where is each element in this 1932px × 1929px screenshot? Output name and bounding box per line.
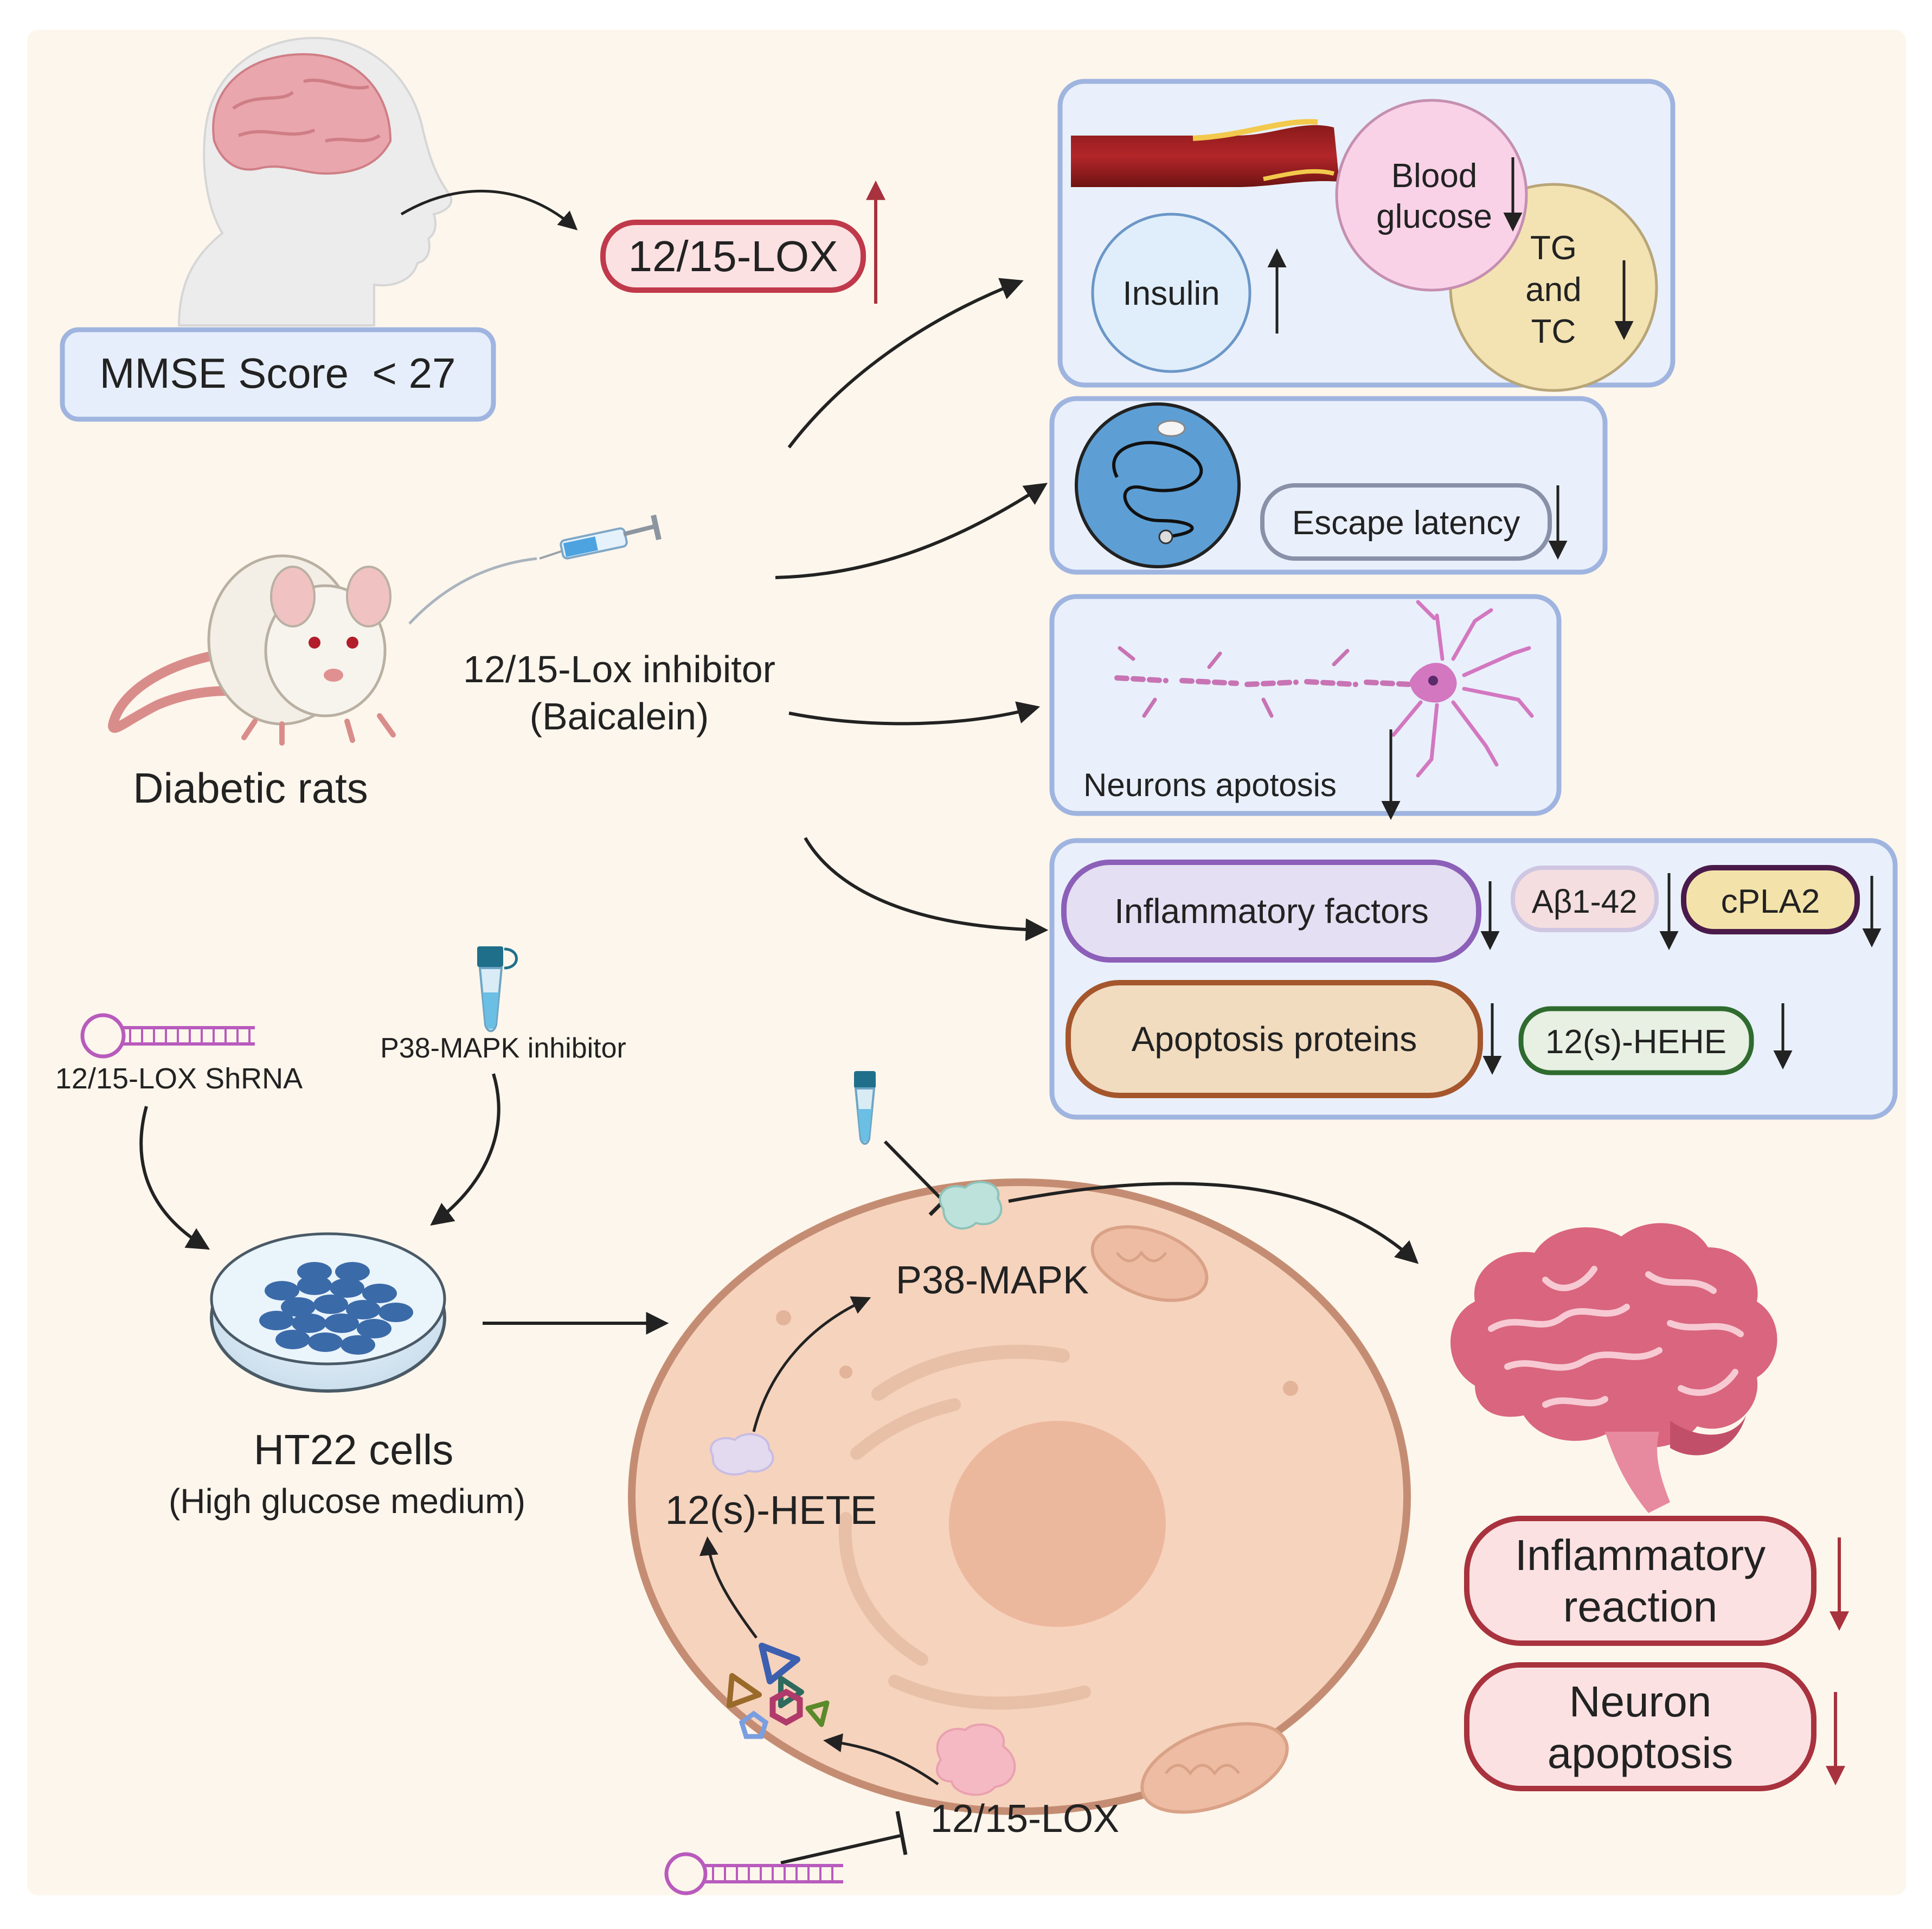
hete-label: 12(s)-HETE: [665, 1488, 877, 1533]
cell-shrna-icon: [664, 1852, 843, 1895]
inflammatory-factors-label: Inflammatory factors: [1114, 892, 1429, 931]
inflammatory-factors-badge: [1061, 860, 1481, 963]
hete-to-p38-arrow: [752, 1296, 871, 1432]
water-maze-icon: [1075, 402, 1241, 568]
rats-label: Diabetic rats: [133, 764, 368, 812]
p38-inhibitor-label: P38-MAPK inhibitor: [380, 1033, 626, 1064]
hehe-badge: [1518, 1006, 1754, 1075]
lipids-line2: and: [1525, 271, 1581, 309]
petri-dish-icon: [210, 1232, 446, 1393]
arrow-to-marker-panel: [804, 837, 1049, 941]
inhibitor-to-cells-arrow: [430, 1073, 500, 1226]
p38-label: P38-MAPK: [896, 1259, 1089, 1302]
medium-label: (High glucose medium): [169, 1482, 525, 1521]
cell-lox-protein-icon: [935, 1723, 1016, 1796]
p38-to-brain-arrow: [1008, 1182, 1419, 1264]
p38-protein-icon: [939, 1181, 1003, 1230]
hete-protein-icon: [710, 1433, 774, 1476]
ht22-cells-label: HT22 cells: [254, 1426, 453, 1473]
blood-vessel-icon: [1071, 119, 1339, 187]
shrna-icon: [80, 1013, 255, 1059]
abeta-label: Aβ1-42: [1532, 883, 1638, 920]
cell-body: [628, 1178, 1411, 1815]
arrow-to-metabolic-panel: [787, 278, 1024, 448]
apoptosis-proteins-label: Apoptosis proteins: [1132, 1020, 1417, 1059]
inflammatory-reaction-line1: Inflammatory: [1515, 1531, 1766, 1579]
shrna-to-cells-arrow: [139, 1106, 210, 1250]
arrow-to-behavior-panel: [775, 483, 1048, 579]
neuron-icon: [1114, 600, 1534, 778]
human-lox-label: 12/15-LOX: [628, 232, 838, 280]
mmse-score-label: MMSE Score < 27: [100, 349, 456, 397]
neuron-apoptosis-line1: Neuron: [1569, 1677, 1711, 1726]
rat-icon: [108, 554, 396, 746]
insulin-circle: [1091, 213, 1251, 373]
human-head-icon: [177, 36, 453, 326]
cell-lox-label: 12/15-LOX: [930, 1797, 1119, 1841]
human-lox-badge: [600, 220, 866, 293]
brain-icon: [1450, 1223, 1777, 1513]
escape-latency-label: Escape latency: [1292, 504, 1520, 542]
cpla2-label: cPLA2: [1721, 883, 1820, 920]
inhibitor-block-line: [883, 1140, 945, 1203]
neuron-apoptosis-badge: [1464, 1662, 1817, 1791]
neuron-apoptosis-line2: apoptosis: [1548, 1729, 1733, 1777]
shrna-block-line: [780, 1834, 901, 1864]
inflammatory-reaction-line2: reaction: [1563, 1582, 1718, 1631]
lipids-line3: TC: [1531, 313, 1576, 350]
escape-latency-badge: [1260, 483, 1552, 561]
apoptosis-proteins-badge: [1066, 980, 1483, 1098]
inflammatory-reaction-badge: [1464, 1516, 1817, 1646]
shrna-label: 12/15-LOX ShRNA: [55, 1062, 303, 1095]
human-to-lox-arrow: [400, 189, 578, 230]
blood-glucose-circle: [1335, 99, 1528, 292]
cell-tube-icon: [854, 1071, 876, 1145]
cpla2-badge: [1681, 865, 1860, 934]
treatment-label-line1: 12/15-Lox inhibitor: [463, 648, 775, 690]
shrna-block-bar: [895, 1811, 908, 1855]
arrow-to-neuron-panel: [788, 701, 1041, 726]
insulin-label: Insulin: [1122, 275, 1219, 312]
blood-glucose-line2: glucose: [1376, 198, 1492, 235]
abeta-badge: [1511, 866, 1659, 932]
syringe-icon: [408, 514, 662, 625]
blood-glucose-line1: Blood: [1391, 157, 1478, 195]
treatment-label-line2: (Baicalein): [530, 695, 709, 738]
lipids-line1: TG: [1530, 229, 1577, 267]
hehe-label: 12(s)-HEHE: [1545, 1023, 1726, 1061]
arachidonic-metabolites-icon: [727, 1643, 830, 1739]
lox-to-metabolites-arrow: [823, 1733, 939, 1786]
mmse-score-box: [60, 327, 496, 422]
metabolites-to-hete-arrow: [699, 1536, 758, 1639]
neuron-apoptosis-label: Neurons apotosis: [1083, 767, 1337, 803]
inhibitor-tube-icon: [477, 946, 518, 1033]
